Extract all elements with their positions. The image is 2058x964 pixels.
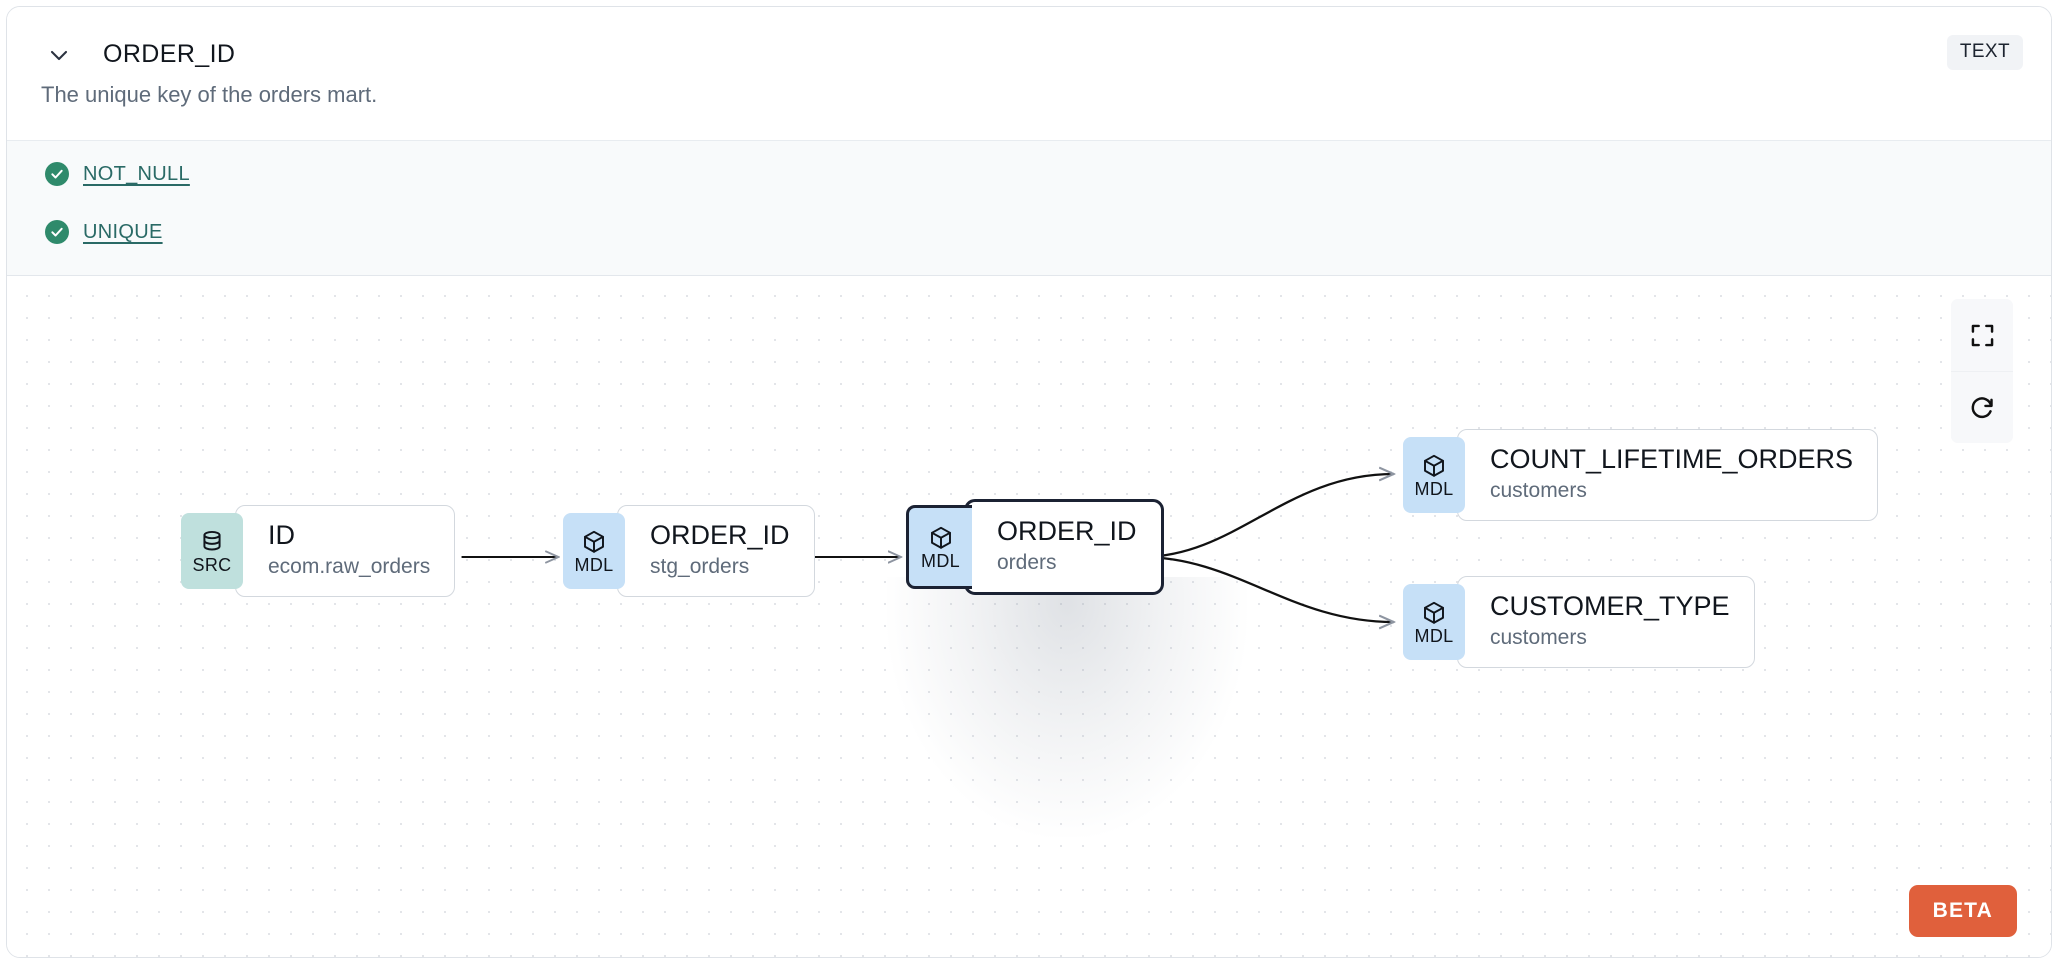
node-badge-label: MDL bbox=[574, 554, 614, 575]
tests-section: NOT_NULL UNIQUE bbox=[7, 140, 2051, 276]
node-badge-label: MDL bbox=[1414, 478, 1454, 499]
fullscreen-expand-icon bbox=[1971, 324, 1993, 346]
node-body: ID ecom.raw_orders bbox=[235, 505, 456, 598]
panel-header: ORDER_ID TEXT The unique key of the orde… bbox=[7, 7, 2051, 107]
node-title: CUSTOMER_TYPE bbox=[1490, 591, 1730, 621]
lineage-node-customer-type[interactable]: MDL CUSTOMER_TYPE customers bbox=[1403, 576, 1755, 669]
page-title: ORDER_ID bbox=[103, 40, 236, 68]
node-type-badge-mdl: MDL bbox=[1403, 584, 1465, 661]
node-badge-label: MDL bbox=[921, 550, 960, 571]
chevron-down-icon[interactable] bbox=[41, 37, 77, 73]
node-subtitle: ecom.raw_orders bbox=[268, 555, 431, 579]
node-subtitle: customers bbox=[1490, 626, 1587, 650]
column-description: The unique key of the orders mart. bbox=[41, 82, 378, 107]
check-circle-icon bbox=[45, 220, 69, 244]
node-subtitle: stg_orders bbox=[650, 555, 750, 579]
fit-view-button[interactable] bbox=[1951, 299, 2013, 371]
edge-orders-to-count-lifetime-orders bbox=[1141, 474, 1394, 559]
refresh-button[interactable] bbox=[1951, 371, 2013, 443]
lineage-node-count-lifetime-orders[interactable]: MDL COUNT_LIFETIME_ORDERS customers bbox=[1403, 429, 1879, 522]
lineage-canvas[interactable]: SRC ID ecom.raw_orders MDL ORDER_ID stg_… bbox=[7, 277, 2051, 957]
cube-icon bbox=[1424, 601, 1444, 624]
node-title: ORDER_ID bbox=[650, 520, 790, 550]
test-label: NOT_NULL bbox=[83, 162, 190, 185]
lineage-node-orders-order-id[interactable]: MDL ORDER_ID orders bbox=[906, 499, 1164, 596]
node-body: COUNT_LIFETIME_ORDERS customers bbox=[1457, 429, 1879, 522]
node-badge-label: SRC bbox=[192, 554, 232, 575]
node-body: ORDER_ID orders bbox=[964, 499, 1164, 596]
test-label: UNIQUE bbox=[83, 220, 163, 243]
node-type-badge-src: SRC bbox=[181, 513, 243, 590]
test-item-not-null[interactable]: NOT_NULL bbox=[45, 162, 190, 186]
canvas-controls bbox=[1951, 299, 2013, 443]
node-title: ORDER_ID bbox=[997, 516, 1137, 546]
database-icon bbox=[203, 530, 221, 551]
refresh-icon bbox=[1971, 397, 1993, 419]
lineage-node-stg-orders-order-id[interactable]: MDL ORDER_ID stg_orders bbox=[563, 505, 815, 598]
cube-icon bbox=[930, 526, 951, 549]
beta-badge[interactable]: BETA bbox=[1908, 885, 2017, 937]
node-type-badge-mdl: MDL bbox=[563, 513, 625, 590]
cube-icon bbox=[1424, 454, 1444, 477]
cube-icon bbox=[584, 530, 604, 553]
node-type-badge-mdl: MDL bbox=[906, 505, 972, 590]
node-body: CUSTOMER_TYPE customers bbox=[1457, 576, 1755, 669]
edge-orders-to-customer-type bbox=[1141, 555, 1394, 622]
node-body: ORDER_ID stg_orders bbox=[617, 505, 815, 598]
node-type-badge-mdl: MDL bbox=[1403, 437, 1465, 514]
check-circle-icon bbox=[45, 162, 69, 186]
node-subtitle: orders bbox=[997, 551, 1057, 575]
test-item-unique[interactable]: UNIQUE bbox=[45, 220, 163, 244]
node-subtitle: customers bbox=[1490, 479, 1587, 503]
column-detail-panel: ORDER_ID TEXT The unique key of the orde… bbox=[6, 6, 2052, 958]
data-type-badge: TEXT bbox=[1946, 35, 2023, 70]
node-title: ID bbox=[268, 520, 295, 550]
node-title: COUNT_LIFETIME_ORDERS bbox=[1490, 444, 1854, 474]
node-badge-label: MDL bbox=[1414, 625, 1454, 646]
lineage-node-src-id[interactable]: SRC ID ecom.raw_orders bbox=[181, 505, 456, 598]
